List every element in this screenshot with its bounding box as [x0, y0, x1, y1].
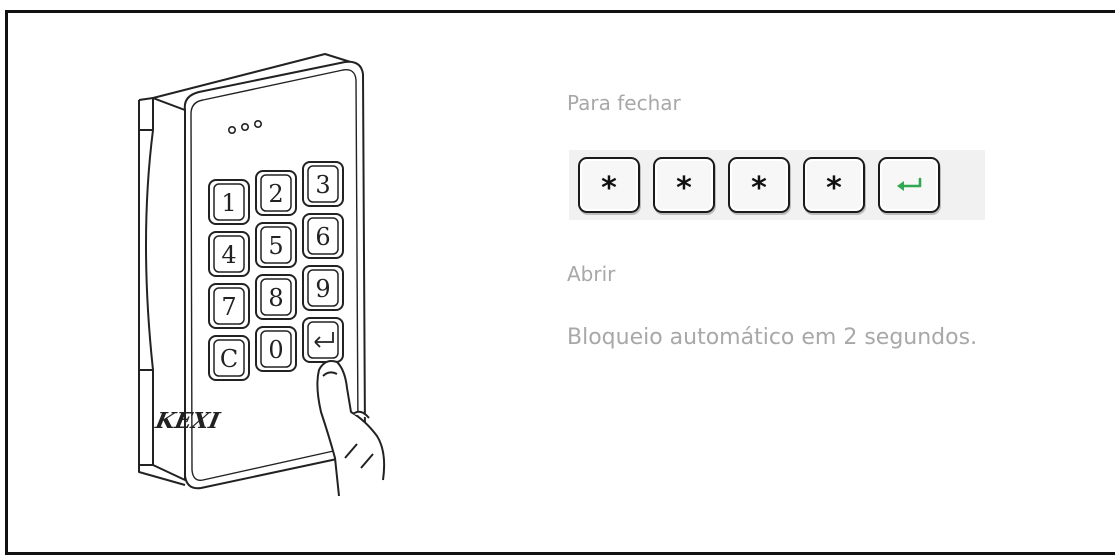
keypad-key-label: 3 — [315, 171, 330, 199]
keypad-key-label: 1 — [221, 189, 236, 217]
keypad-key-label: 7 — [221, 293, 236, 321]
keypad-key-label: C — [220, 345, 238, 373]
keypad-key-7: 7 — [208, 283, 250, 329]
keypad-key-3: 3 — [302, 161, 344, 207]
pointing-finger-icon — [316, 360, 386, 497]
keypad-key-label: 2 — [268, 180, 283, 208]
keypad-key-2: 2 — [255, 170, 297, 216]
keypad-key-label: 0 — [268, 336, 283, 364]
brand-logo: KEXI — [152, 408, 222, 434]
sequence-key-star: * — [803, 157, 865, 213]
keypad-lock-illustration: 1 2 3 4 5 6 7 8 9C 0 KEXI — [138, 53, 386, 497]
keypad-key-enter — [302, 317, 344, 363]
keypad-key-9: 9 — [302, 265, 344, 311]
open-instruction-label: Abrir — [567, 262, 616, 286]
keypad-key-label: 9 — [315, 275, 330, 303]
keypad-key-1: 1 — [208, 179, 250, 225]
enter-arrow-icon — [314, 332, 334, 348]
keypad-key-6: 6 — [302, 213, 344, 259]
keypad-key-label: 6 — [315, 223, 330, 251]
keypad-key-0: 0 — [255, 326, 297, 372]
sequence-key-star: * — [653, 157, 715, 213]
keypad-key-label: 5 — [268, 232, 283, 260]
keypad-key-label: 8 — [268, 284, 283, 312]
keypad-key-4: 4 — [208, 231, 250, 277]
sequence-key-star: * — [728, 157, 790, 213]
auto-lock-note: Bloqueio automático em 2 segundos. — [567, 325, 978, 350]
enter-arrow-icon — [897, 177, 922, 191]
keypad-key-5: 5 — [255, 222, 297, 268]
close-instruction-label: Para fechar — [567, 91, 681, 115]
keypad-key-8: 8 — [255, 274, 297, 320]
close-key-sequence: * * * * — [569, 150, 985, 220]
sequence-key-star: * — [578, 157, 640, 213]
keypad-key-c: C — [208, 335, 250, 381]
keypad-key-label: 4 — [221, 241, 236, 269]
sequence-key-enter — [878, 157, 940, 213]
